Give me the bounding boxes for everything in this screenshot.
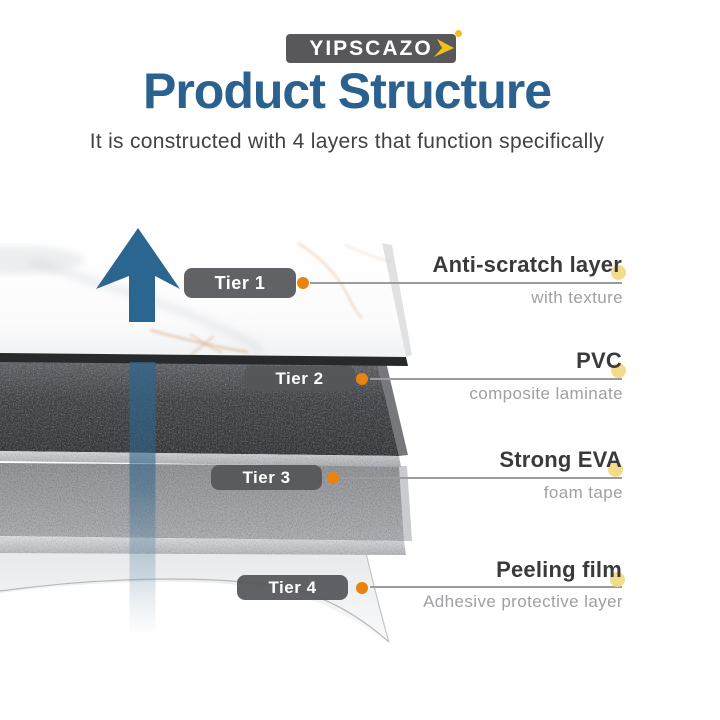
tier-badge-2: Tier 2 (244, 366, 355, 391)
arrow-up-icon (96, 228, 180, 322)
accent-dot-1 (611, 265, 626, 280)
brand-logo: YIPSCAZO (286, 30, 462, 63)
accent-dot-2 (611, 363, 626, 378)
arrow-band (129, 362, 156, 634)
logo-reg-dot (455, 30, 462, 37)
marble-layer (0, 242, 412, 366)
page-title: Product Structure (142, 63, 552, 119)
connector-line-3 (341, 477, 622, 479)
tier-badge-label: Tier 3 (242, 467, 291, 487)
tier-badge-3: Tier 3 (211, 465, 322, 490)
connector-line-2 (370, 378, 622, 380)
tier-badge-4: Tier 4 (237, 575, 348, 600)
layer-detail-4: Adhesive protective layer (423, 592, 623, 611)
layer-detail-1: with texture (531, 288, 623, 307)
layer-name-2: PVC (576, 348, 622, 373)
tier-badge-label: Tier 2 (275, 368, 324, 388)
tier-badge-label: Tier 4 (268, 577, 317, 597)
layer-name-3: Strong EVA (499, 447, 622, 472)
accent-dot-4 (610, 572, 625, 587)
connector-dot-2 (356, 373, 368, 385)
connector-line-4 (370, 586, 622, 588)
logo-cursor-icon (434, 39, 454, 57)
layer-name-4: Peeling film (496, 557, 622, 582)
connector-dot-4 (356, 582, 368, 594)
connector-dot-3 (327, 472, 339, 484)
layer-name-1: Anti-scratch layer (432, 252, 622, 277)
layer-detail-2: composite laminate (469, 384, 623, 403)
page-subtitle: It is constructed with 4 layers that fun… (89, 130, 605, 153)
tier-badge-label: Tier 1 (214, 272, 266, 293)
layer-detail-3: foam tape (543, 483, 623, 502)
logo-text: YIPSCAZO (309, 36, 433, 60)
connector-dot-1 (297, 277, 309, 289)
tier-badge-1: Tier 1 (184, 268, 296, 298)
accent-dot-3 (608, 462, 623, 477)
connector-line-1 (310, 282, 622, 284)
